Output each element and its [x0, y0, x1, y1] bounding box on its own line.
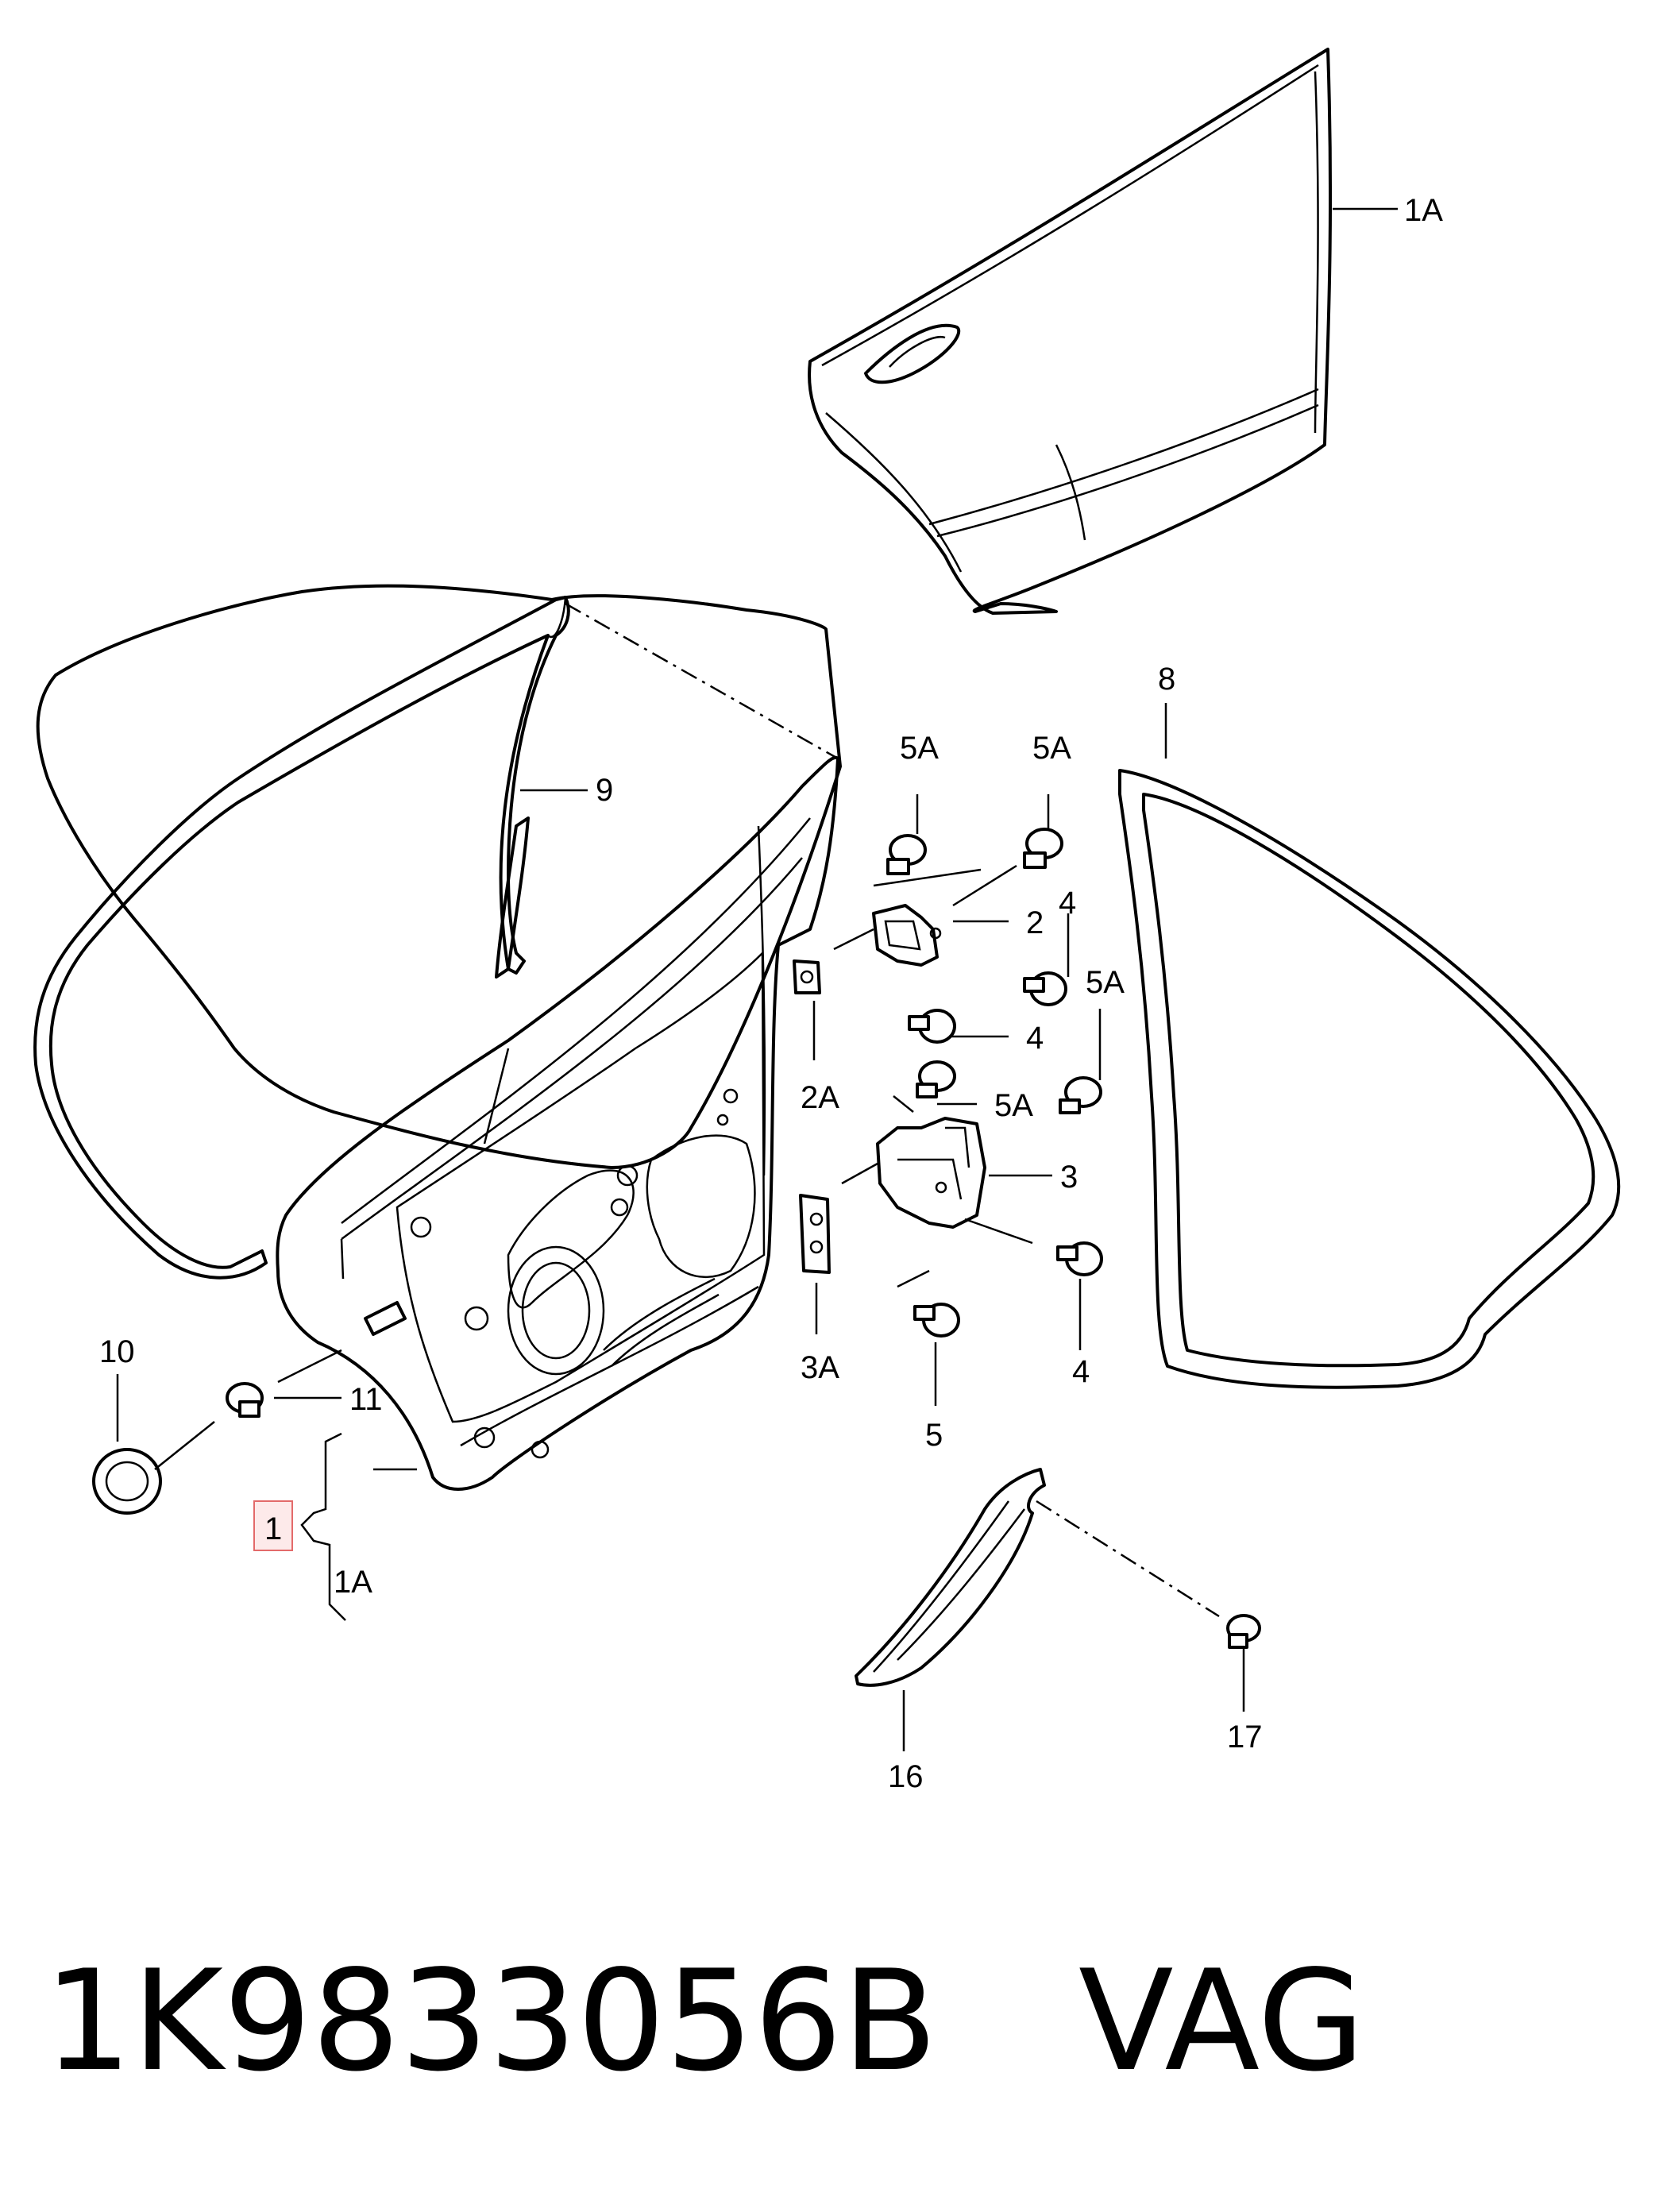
label-5a-c: 5A	[1086, 965, 1125, 1000]
label-1a-bottom: 1A	[334, 1565, 372, 1600]
brand-caption: VAG	[1078, 1941, 1365, 2102]
part-number-caption: 1K9833056B	[44, 1941, 938, 2102]
highlight-box	[253, 1500, 293, 1551]
label-3a: 3A	[801, 1350, 839, 1385]
inner-door-panel	[276, 755, 839, 1491]
outer-door-panel	[808, 48, 1333, 615]
label-5a-d: 5A	[994, 1088, 1033, 1123]
assembly-line-frame	[565, 602, 839, 760]
bolt-11	[226, 1382, 264, 1418]
clip-17	[1226, 1614, 1261, 1649]
hinge-plate-2a	[793, 959, 821, 994]
label-4-b: 4	[1026, 1021, 1044, 1056]
label-4-a: 4	[1059, 886, 1076, 921]
label-5: 5	[925, 1418, 943, 1453]
window-channel	[495, 816, 530, 979]
label-3: 3	[1060, 1160, 1078, 1195]
grommet-10	[92, 1448, 162, 1515]
bolt-5	[913, 1303, 960, 1338]
bolt-4-c	[1056, 1241, 1103, 1276]
bolt-5a-upper-left	[886, 834, 927, 875]
glass-run-seal	[33, 596, 570, 1280]
label-16: 16	[888, 1759, 924, 1794]
window-frame-seal	[36, 584, 842, 1169]
assembly-line-trim	[1036, 1500, 1220, 1618]
bolt-5a-mid-right	[1059, 1076, 1102, 1114]
label-17: 17	[1227, 1720, 1263, 1755]
label-2: 2	[1026, 905, 1044, 940]
hinge-plate-3a	[799, 1194, 831, 1274]
lower-hinge	[876, 1117, 986, 1229]
bolt-5a-upper-right	[1023, 828, 1063, 869]
label-2a: 2A	[801, 1080, 839, 1115]
label-5a-b: 5A	[1032, 731, 1071, 766]
label-11: 11	[349, 1382, 383, 1417]
label-5a-a: 5A	[900, 731, 939, 766]
bolt-4-b	[908, 1009, 956, 1044]
label-4-c: 4	[1072, 1354, 1090, 1389]
upper-hinge	[872, 904, 942, 967]
label-10: 10	[99, 1334, 135, 1369]
door-seal	[1118, 769, 1621, 1389]
leader-lines	[116, 207, 1398, 1751]
label-9: 9	[596, 773, 613, 808]
label-8: 8	[1158, 662, 1175, 697]
label-1: 1	[264, 1511, 282, 1546]
callout-labels: 1A 9 8 5A 5A 2 4 4 5A 2A 5A 3 3A 4 5 10 …	[99, 193, 1443, 1794]
bolt-5a-mid-left	[916, 1060, 956, 1098]
label-1a-top: 1A	[1404, 193, 1443, 228]
trim-strip-16	[855, 1468, 1046, 1687]
bolt-4-a	[1023, 971, 1067, 1006]
